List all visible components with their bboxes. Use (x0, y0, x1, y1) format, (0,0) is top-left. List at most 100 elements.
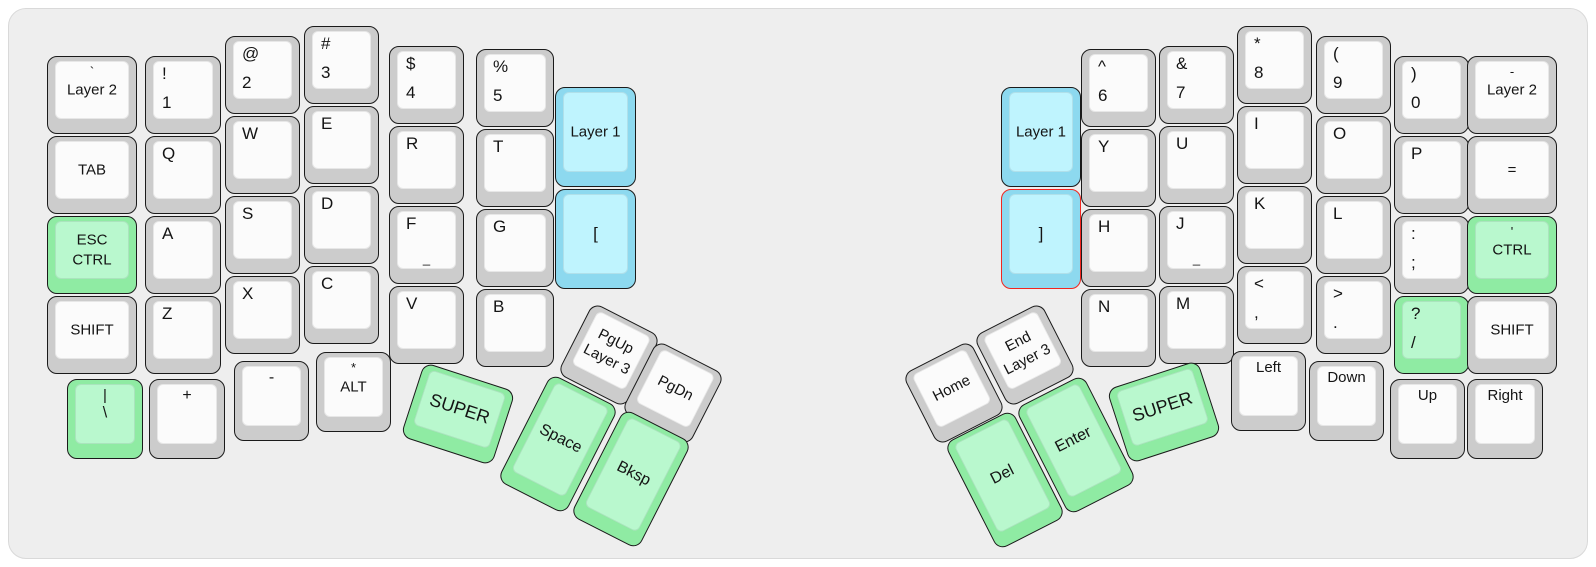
key-label: Down (1327, 369, 1366, 386)
key-amp-7[interactable]: &7 (1159, 46, 1234, 124)
key-layer2-left[interactable]: `Layer 2 (47, 56, 137, 134)
key-g[interactable]: G (476, 209, 554, 287)
key-at-2[interactable]: @2 (225, 36, 300, 114)
key-less-comma[interactable]: <, (1237, 266, 1312, 344)
key-label: Y (1098, 137, 1110, 156)
key-q[interactable]: Q (145, 136, 221, 214)
key-i[interactable]: I (1237, 106, 1312, 184)
key-p[interactable]: P (1394, 136, 1469, 214)
key-u[interactable]: U (1159, 126, 1234, 204)
key-l[interactable]: L (1316, 196, 1391, 274)
keycap-face: *ALT (324, 357, 383, 417)
key-d[interactable]: D (304, 186, 379, 264)
keycap-face: @2 (233, 41, 292, 99)
keycap-face: H (1089, 214, 1148, 272)
keycap-face: ?/ (1402, 301, 1461, 359)
key-layer1-left[interactable]: Layer 1 (555, 87, 636, 187)
key-shift-left[interactable]: SHIFT (47, 296, 137, 374)
key-minus[interactable]: - (234, 361, 309, 441)
key-caret-6[interactable]: ^6 (1081, 49, 1156, 127)
key-a[interactable]: A (145, 216, 221, 294)
key-c[interactable]: C (304, 266, 379, 344)
key-label: O (1333, 124, 1347, 143)
key-label: _ (1192, 251, 1201, 266)
key-right-bracket[interactable]: ] (1001, 189, 1081, 289)
key-pipe-backslash[interactable]: |\ (67, 379, 143, 459)
key-s[interactable]: S (225, 196, 300, 274)
key-label: TAB (77, 161, 107, 179)
key-y[interactable]: Y (1081, 129, 1156, 207)
key-r[interactable]: R (389, 126, 464, 204)
key-right-key[interactable]: Right (1467, 379, 1543, 459)
key-v[interactable]: V (389, 286, 464, 364)
key-label: R (406, 134, 419, 153)
key-label: K (1254, 194, 1266, 213)
key-label: X (242, 284, 254, 303)
key-super-right[interactable]: SUPER (1106, 360, 1222, 464)
keycap-face: V (397, 291, 456, 349)
key-esc-ctrl[interactable]: ESC CTRL (47, 216, 137, 294)
key-label: Layer 1 (1015, 123, 1067, 141)
key-hash-3[interactable]: #3 (304, 26, 379, 104)
key-label: 8 (1254, 63, 1264, 83)
key-plus[interactable]: + (149, 379, 225, 459)
key-w[interactable]: W (225, 116, 300, 194)
key-label: Right (1487, 387, 1523, 404)
key-layer2-right[interactable]: -Layer 2 (1467, 56, 1557, 134)
key-h[interactable]: H (1081, 209, 1156, 287)
key-equals[interactable]: = (1467, 136, 1557, 214)
key-exclam-1[interactable]: !1 (145, 56, 221, 134)
keycap-face: W (233, 121, 292, 179)
keycap-face: I (1245, 111, 1304, 169)
key-star-alt[interactable]: *ALT (316, 352, 391, 432)
key-quote-ctrl[interactable]: 'CTRL (1467, 216, 1557, 294)
key-z[interactable]: Z (145, 296, 221, 374)
key-down-key[interactable]: Down (1309, 361, 1384, 441)
key-n[interactable]: N (1081, 289, 1156, 367)
key-shift-right[interactable]: SHIFT (1467, 296, 1557, 374)
key-colon-semicolon[interactable]: :; (1394, 216, 1469, 294)
key-layer1-right[interactable]: Layer 1 (1001, 87, 1081, 187)
key-paren-9[interactable]: (9 (1316, 36, 1391, 114)
key-label: 9 (1333, 73, 1343, 93)
keycap-face: [ (563, 194, 628, 274)
key-label: * (1254, 34, 1261, 53)
key-label: : (1411, 224, 1416, 243)
key-label: Bksp (613, 458, 654, 490)
key-label: G (493, 217, 507, 236)
key-left-key[interactable]: Left (1231, 351, 1306, 431)
key-greater-period[interactable]: >. (1316, 276, 1391, 354)
key-t[interactable]: T (476, 129, 554, 207)
key-star-8[interactable]: *8 (1237, 26, 1312, 104)
key-f[interactable]: F_ (389, 206, 464, 284)
key-e[interactable]: E (304, 106, 379, 184)
key-left-bracket[interactable]: [ (555, 189, 636, 289)
keycap-face: M (1167, 291, 1226, 349)
keycap-face: R (397, 131, 456, 189)
key-label: SUPER (427, 389, 493, 428)
key-b[interactable]: B (476, 289, 554, 367)
key-percent-5[interactable]: %5 (476, 49, 554, 127)
keycap-face: |\ (75, 384, 135, 444)
key-tab[interactable]: TAB (47, 136, 137, 214)
key-label: B (493, 297, 505, 316)
key-label: ^ (1098, 57, 1106, 76)
keycap-face: :; (1402, 221, 1461, 279)
key-paren-0[interactable]: )0 (1394, 56, 1469, 134)
key-label: \ (102, 404, 108, 422)
key-k[interactable]: K (1237, 186, 1312, 264)
key-m[interactable]: M (1159, 286, 1234, 364)
keycap-face: ^6 (1089, 54, 1148, 112)
key-dollar-4[interactable]: $4 (389, 46, 464, 124)
key-o[interactable]: O (1316, 116, 1391, 194)
keycap-face: SUPER (412, 369, 507, 450)
key-question-slash[interactable]: ?/ (1394, 296, 1469, 374)
key-x[interactable]: X (225, 276, 300, 354)
key-label: E (321, 114, 333, 133)
key-super-left[interactable]: SUPER (400, 362, 516, 466)
key-up-key[interactable]: Up (1390, 379, 1465, 459)
key-label: D (321, 194, 334, 213)
key-label: , (1254, 303, 1259, 323)
key-j[interactable]: J_ (1159, 206, 1234, 284)
